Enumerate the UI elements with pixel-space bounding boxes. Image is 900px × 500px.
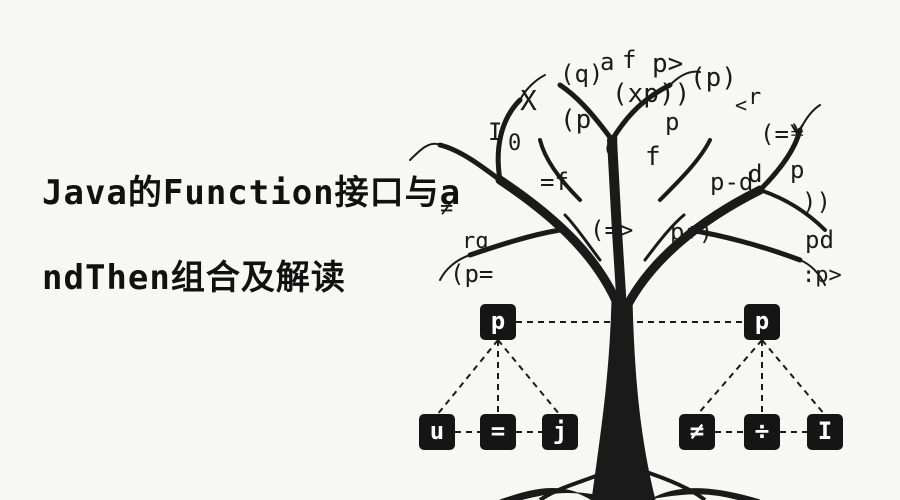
- left-root-node: p: [480, 304, 516, 340]
- tree-trunk: [499, 299, 761, 500]
- canopy-symbol: (xp)): [612, 79, 690, 109]
- canopy-symbol: d: [605, 133, 619, 161]
- canopy-symbol: :p>: [802, 263, 842, 288]
- left-leaf-node-label: u: [430, 417, 444, 445]
- connector-lines: [436, 321, 826, 433]
- right-leaf-node-label: ≠: [690, 417, 704, 445]
- canopy-symbol: =f: [540, 168, 569, 196]
- canopy-symbol: p: [790, 156, 804, 184]
- article-title-line-2: ndThen组合及解读: [42, 258, 346, 298]
- left-leaf-node: j: [542, 414, 578, 450]
- article-title-line-1: Java的Function接口与a: [42, 173, 462, 213]
- canopy-symbol: p: [665, 108, 679, 136]
- tree-branches: [409, 70, 827, 315]
- left-leaf-node: =: [480, 414, 516, 450]
- canopy-symbol: <: [735, 93, 747, 117]
- canopy-symbol: (p): [690, 63, 737, 93]
- canopy-symbol: p>: [652, 49, 683, 79]
- left-root-label: p: [491, 307, 505, 335]
- right-root-node: p: [744, 304, 780, 340]
- canopy-symbol: I: [488, 118, 502, 146]
- right-leaf-node: ÷: [744, 414, 780, 450]
- right-leaf-node-label: I: [818, 417, 832, 445]
- right-leaf-node: I: [807, 414, 843, 450]
- canopy-symbol: r: [748, 85, 761, 110]
- canopy-symbol: f: [622, 46, 636, 74]
- right-leaf-node-label: ÷: [755, 417, 769, 445]
- canopy-symbol: (p: [560, 105, 591, 135]
- canopy-symbol: p-d: [710, 168, 753, 196]
- leaf-nodes: u = j ≠ ÷ I: [419, 414, 843, 450]
- canopy-symbol: (q): [560, 60, 603, 88]
- canopy-symbol: p+): [670, 218, 713, 246]
- canopy-symbol: rq: [462, 229, 489, 254]
- canopy-symbol: X: [520, 84, 537, 117]
- right-leaf-node: ≠: [679, 414, 715, 450]
- canopy-symbol: (=>: [590, 216, 633, 244]
- canopy-symbol: pd: [805, 226, 834, 254]
- left-leaf-node: u: [419, 414, 455, 450]
- canopy-symbol: f: [645, 142, 661, 172]
- canopy-symbol: (p=: [450, 260, 493, 288]
- canopy-symbol: 0: [508, 131, 521, 156]
- right-root-label: p: [755, 307, 769, 335]
- canopy-symbol: a: [600, 48, 614, 76]
- canopy-symbol: ¥: [790, 120, 805, 148]
- canopy-symbol: d: [748, 160, 762, 188]
- canopy-symbol: )): [802, 188, 831, 216]
- canopy-symbol: ≠: [440, 196, 453, 221]
- left-leaf-node-label: =: [491, 417, 505, 445]
- canopy-symbol: (=): [760, 120, 803, 148]
- left-leaf-node-label: j: [553, 417, 567, 445]
